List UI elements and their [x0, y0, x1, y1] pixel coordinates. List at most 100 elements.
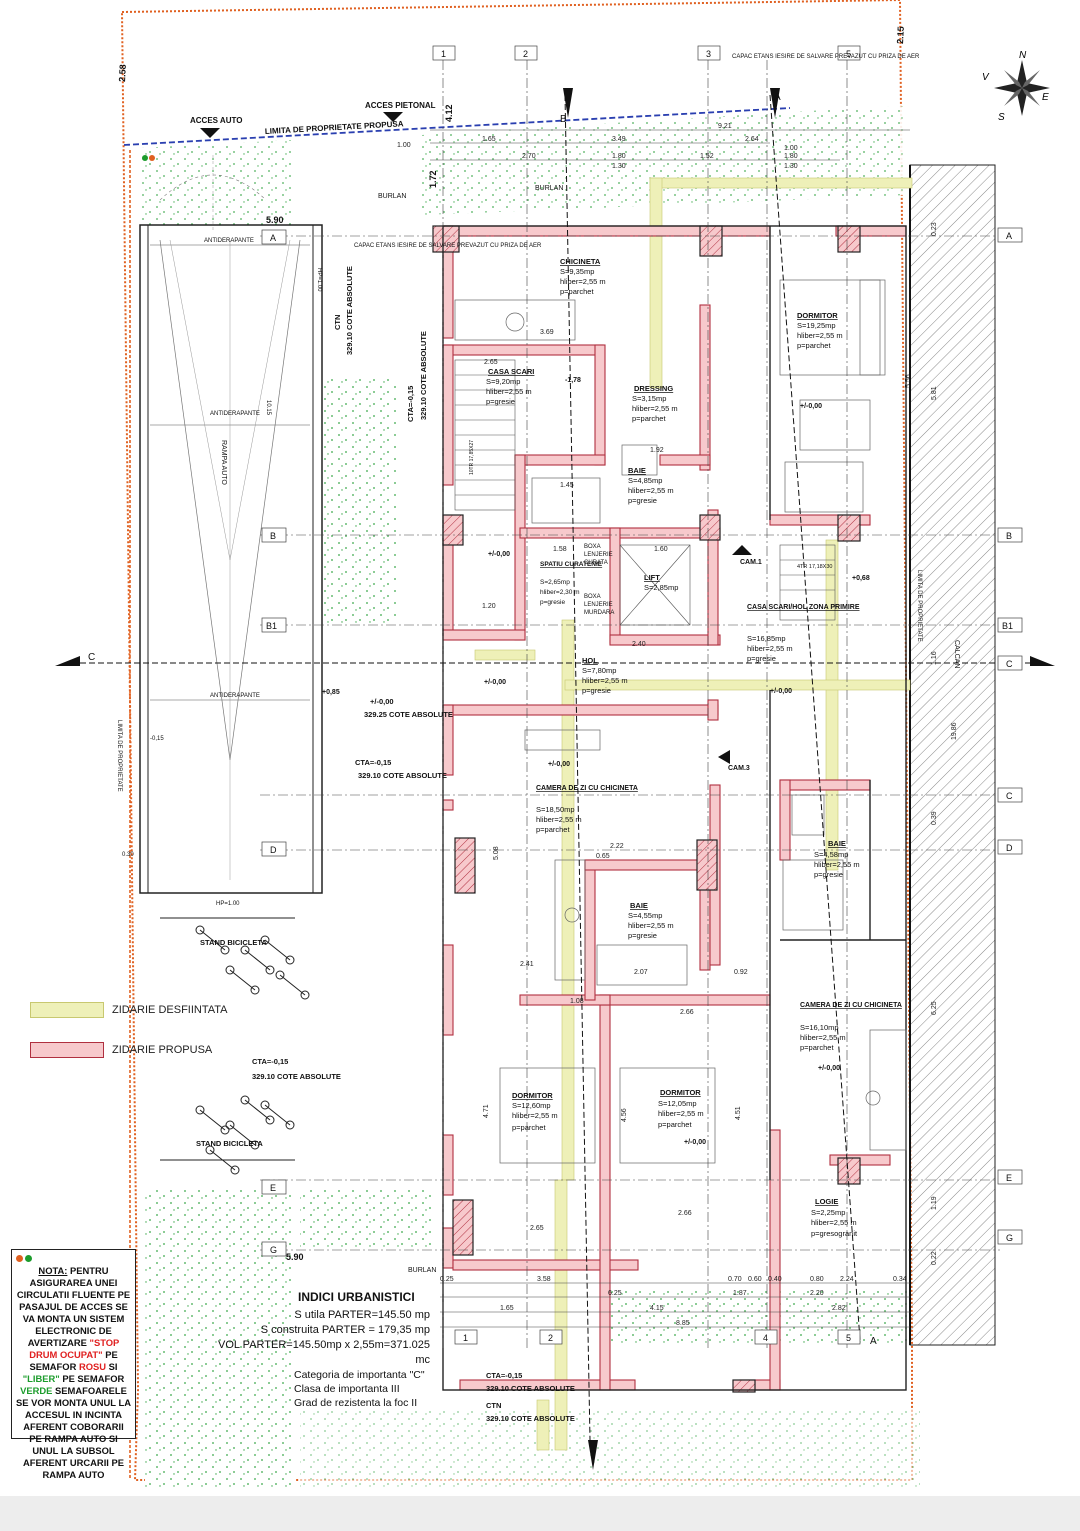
neighbor-wall — [909, 164, 996, 1346]
legend-proposed-swatch — [30, 1042, 104, 1058]
calcan-label: CALCAN — [953, 640, 960, 668]
svg-text:DORMITOR: DORMITOR — [512, 1091, 553, 1100]
room-dormitor-left: DORMITOR S=12,60mp hliber=2,55 m p=parch… — [512, 1091, 558, 1132]
dim-int-9: 2.41 — [520, 961, 534, 968]
limit-line — [123, 107, 791, 146]
ramp-antiderapante-1: ANTIDERAPANTE — [204, 238, 254, 244]
dim-int-19: 4.51 — [735, 1106, 742, 1120]
cam3-label: CAM.3 — [728, 765, 750, 772]
room-hol: HOL S=7,80mp hliber=2,55 m p=gresie — [582, 656, 628, 695]
axis-col-5: 5 — [846, 49, 851, 59]
svg-text:hliber=2,55 m: hliber=2,55 m — [632, 404, 678, 413]
legend: ZIDARIE DESFIINTATA ZIDARIE PROPUSA — [30, 1000, 228, 1080]
svg-text:LOGIE: LOGIE — [815, 1197, 838, 1206]
bike-stand-2-label: STAND BICICLETA — [196, 1139, 263, 1148]
grid-axes — [260, 60, 1000, 1350]
dim-top-3-1: 1.30 — [612, 163, 626, 170]
compass-e: E — [1042, 92, 1049, 103]
compass-s: S — [998, 112, 1005, 123]
dim-top-3-4: 1.30 — [784, 163, 798, 170]
dim-bot-1-4: 0.40 — [768, 1276, 782, 1283]
svg-text:S=12,60mp: S=12,60mp — [512, 1101, 551, 1110]
svg-text:hliber=2,55 m: hliber=2,55 m — [582, 676, 628, 685]
cta-top-value: 329.10 COTE ABSOLUTE — [419, 331, 428, 420]
cta-bike-label: CTA=-0,15 — [252, 1057, 288, 1066]
svg-text:CAMERA DE ZI CU CHICINETA: CAMERA DE ZI CU CHICINETA — [536, 785, 638, 792]
dim-int-8: 0.65 — [596, 853, 610, 860]
cta-bottom-label: CTA=-0,15 — [486, 1371, 522, 1380]
indici-clasa: Clasa de importanta III — [294, 1383, 400, 1395]
dim-bot-2-3: 2.82 — [832, 1305, 846, 1312]
svg-text:hliber=2,55 m: hliber=2,55 m — [811, 1218, 857, 1227]
dim-top-1-0: 1.65 — [482, 136, 496, 143]
svg-text:S=16,85mp: S=16,85mp — [747, 634, 786, 643]
dim-bot-2-2: 2.20 — [810, 1290, 824, 1297]
dim-right-6: 1.19 — [931, 1196, 938, 1210]
ctn-top-value: 329.10 COTE ABSOLUTE — [345, 266, 354, 355]
svg-text:p=gresie: p=gresie — [747, 654, 776, 663]
room-camera-zi-left: CAMERA DE ZI CU CHICINETA S=18,50mp hlib… — [536, 785, 638, 834]
level-zero-1: +/-0,00 — [488, 551, 510, 558]
stairs-top-label: 10TR 17,85X27 — [469, 440, 475, 475]
indici-cat: Categoria de importanta "C" — [294, 1369, 425, 1381]
dim-bot-3-0: 1.65 — [500, 1305, 514, 1312]
note-p1: PENTRU ASIGURAREA UNEI CIRCULATII FLUENT… — [16, 1265, 131, 1348]
note-p4: PE SEMAFOR — [62, 1373, 125, 1384]
room-spatiu-curatenie: SPATIU CURATENIE S=2,65mp hliber=2,30 m … — [540, 561, 603, 606]
indici-grad: Grad de rezistenta la foc II — [294, 1397, 418, 1409]
dimensions: 1.65 3.49 9.21 2.70 1.80 1.52 1.80 1.00 … — [397, 123, 958, 1328]
dim-bot-1-7: 0.34 — [893, 1276, 907, 1283]
traffic-light-icon — [16, 1253, 131, 1263]
dim-412: 4.12 — [444, 104, 454, 122]
note-p2: PE SEMAFOR — [29, 1349, 118, 1372]
room-baie-top: BAIE S=4,85mp hliber=2,55 m p=gresie — [628, 466, 674, 505]
access-pietonal-label: ACCES PIETONAL — [365, 101, 436, 110]
access-auto-label: ACCES AUTO — [190, 116, 242, 125]
ctn-bottom-value: 329.10 COTE ABSOLUTE — [486, 1414, 575, 1423]
dim-int-7: 2.22 — [610, 843, 624, 850]
compass-n: N — [1019, 50, 1027, 61]
elevation-labels: CTN 329.10 COTE ABSOLUTE CTA=-0,15 329.1… — [252, 266, 575, 1423]
cta-bike-value: 329.10 COTE ABSOLUTE — [252, 1072, 341, 1081]
ramp-width: 5.90 — [266, 215, 284, 225]
dim-right-5: 6.25 — [931, 1001, 938, 1015]
level-zero-4: +/-0,00 — [800, 403, 822, 410]
svg-text:p=parchet: p=parchet — [658, 1120, 692, 1129]
room-camera-zi-right: CAMERA DE ZI CU CHICINETA S=16,10mp hlib… — [800, 1002, 902, 1052]
level-zero-6: +/-0,00 — [818, 1065, 840, 1072]
dim-bot-1-5: 0.80 — [810, 1276, 824, 1283]
svg-text:hliber=2,55 m: hliber=2,55 m — [628, 921, 674, 930]
svg-text:BAIE: BAIE — [828, 839, 846, 848]
svg-text:hliber=2,55 m: hliber=2,55 m — [560, 277, 606, 286]
ramp-antiderapante-3: ANTIDERAPANTE — [210, 693, 260, 699]
room-casa-scari: CASA SCARI S=9,20mp hliber=2,55 m p=gres… — [486, 367, 534, 406]
ramp-width-bottom: 5.90 — [286, 1252, 304, 1262]
axis-col-4-bottom: 4 — [763, 1333, 768, 1343]
svg-text:S=18,50mp: S=18,50mp — [536, 805, 575, 814]
dim-172: 1.72 — [428, 170, 438, 188]
svg-text:LENJERIE: LENJERIE — [584, 552, 613, 558]
svg-text:hliber=2,55 m: hliber=2,55 m — [747, 644, 793, 653]
cam1-label: CAM.1 — [740, 559, 762, 566]
indici-vol: VOL PARTER=145.50mp x 2,55m=371.025 mc — [218, 1339, 430, 1366]
stairs-right-label: 4TR 17,18X30 — [797, 564, 832, 570]
dim-right-4: 0.39 — [931, 811, 938, 825]
dim-bot-1-2: 0.70 — [728, 1276, 742, 1283]
axis-col-1-bottom: 1 — [463, 1333, 468, 1343]
dim-bot-1-6: 2.24 — [840, 1276, 854, 1283]
cta-mid-label: CTA=-0,15 — [355, 758, 391, 767]
axis-col-5-bottom: 5 — [846, 1333, 851, 1343]
dim-right-7: 0.22 — [931, 1251, 938, 1265]
svg-text:S=2,25mp: S=2,25mp — [811, 1208, 845, 1217]
svg-text:p=parchet: p=parchet — [512, 1123, 546, 1132]
dim-int-10: 2.07 — [634, 969, 648, 976]
svg-text:BOXA: BOXA — [584, 544, 601, 550]
section-c-left: C — [88, 652, 95, 663]
bike-stand-1 — [160, 917, 310, 1000]
dim-int-13: 2.65 — [530, 1225, 544, 1232]
columns — [432, 225, 861, 1393]
level-zero-2: +/-0,00 — [484, 679, 506, 686]
section-a-bottom: A — [870, 1336, 877, 1347]
burlan-top: BURLAN — [535, 185, 563, 192]
room-lift: LIFT S=2,85mp — [644, 573, 678, 592]
